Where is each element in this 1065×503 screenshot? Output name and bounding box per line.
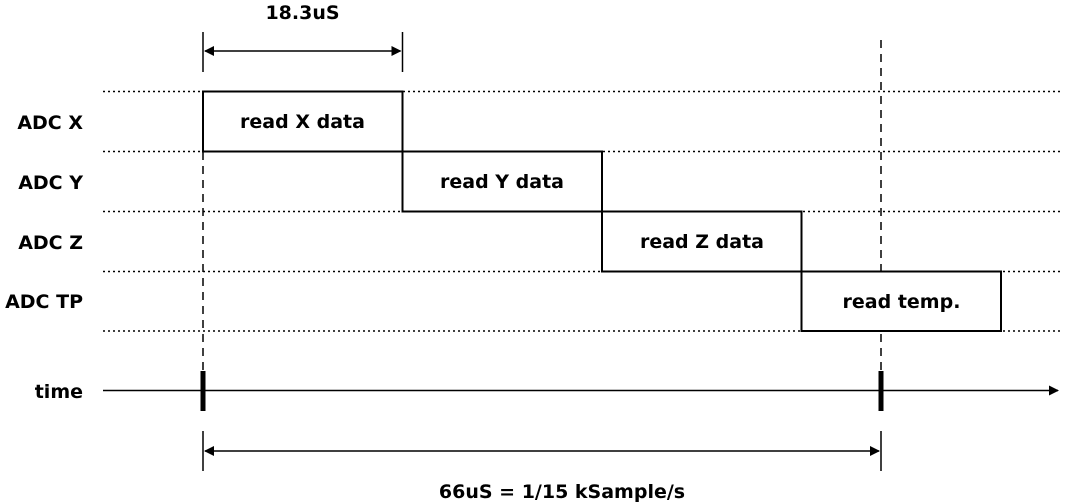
time-axis-label: time — [35, 381, 83, 403]
time-tick-start — [200, 371, 206, 411]
read-y-block — [401, 150, 603, 213]
read-temp-label: read temp. — [843, 291, 961, 313]
read-z-block — [601, 210, 803, 273]
row-label-adc-x: ADC X — [17, 112, 83, 134]
top-measure-label: 18.3uS — [265, 2, 339, 24]
row-label-adc-z: ADC Z — [18, 232, 83, 254]
read-z-label: read Z data — [640, 231, 764, 253]
read-x-label: read X data — [240, 111, 365, 133]
bottom-measurement — [202, 431, 882, 471]
read-y-label: read Y data — [440, 171, 564, 193]
top-measurement — [202, 32, 404, 72]
read-blocks — [202, 90, 1002, 332]
bottom-measure-label: 66uS = 1/15 kSample/s — [439, 481, 685, 503]
row-label-adc-tp: ADC TP — [5, 291, 83, 313]
time-tick-end — [878, 371, 884, 411]
row-label-adc-y: ADC Y — [18, 172, 83, 194]
guide-lines — [202, 40, 882, 372]
read-temp-block — [800, 270, 1002, 332]
read-x-block — [202, 90, 404, 153]
